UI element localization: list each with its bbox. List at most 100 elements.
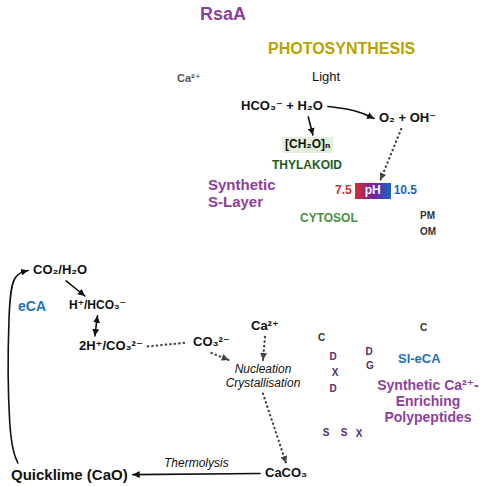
s-layer-tile bbox=[160, 182, 176, 196]
s-layer-tile bbox=[184, 265, 200, 279]
s-layer-tile bbox=[196, 134, 212, 148]
protein-ribbon bbox=[134, 65, 146, 87]
s-layer-tile bbox=[124, 120, 140, 134]
s-layer-tile bbox=[100, 314, 116, 325]
s-layer-tile bbox=[88, 196, 104, 210]
ion-label: Ca²⁺ bbox=[177, 72, 201, 85]
s-layer-tile bbox=[136, 155, 152, 169]
calcium-ion bbox=[65, 86, 70, 91]
s-layer-tile bbox=[124, 189, 140, 203]
protein-ribbon bbox=[101, 110, 126, 131]
quicklime-pile-part bbox=[65, 449, 68, 452]
species-label: CO₂/H₂O bbox=[30, 262, 90, 279]
s-layer-tile bbox=[208, 265, 224, 279]
protein-ribbon bbox=[87, 57, 103, 71]
species-label-text: H⁺/HCO₃⁻ bbox=[69, 299, 126, 313]
s-layer-tile bbox=[88, 127, 104, 141]
product-label-text: Quicklime (CaO) bbox=[11, 466, 128, 483]
ion-label: Ca²⁺ bbox=[248, 318, 282, 335]
mineral-label: CaCO₃ bbox=[262, 465, 310, 482]
calcium-ion bbox=[173, 313, 180, 320]
s-layer-tile bbox=[124, 286, 140, 300]
leader-line bbox=[439, 216, 464, 217]
product-label-text: O₂ + OH⁻ bbox=[379, 111, 436, 126]
s-layer-tile bbox=[196, 272, 212, 286]
s-layer-tile bbox=[88, 224, 104, 238]
region-label: THYLAKOID bbox=[272, 159, 342, 173]
s-layer-tile bbox=[88, 168, 104, 182]
calcium-ion bbox=[146, 129, 153, 136]
protein-ribbon bbox=[93, 40, 143, 78]
membrane-layer bbox=[117, 147, 452, 293]
residue-letter: D bbox=[329, 351, 336, 363]
polypeptide-label: Synthetic Ca²⁺-Enriching Polypeptides bbox=[366, 376, 490, 426]
tether-line-part bbox=[321, 312, 323, 330]
s-layer-tile bbox=[184, 155, 200, 169]
enzyme-icon bbox=[444, 329, 466, 351]
s-layer-tile bbox=[100, 134, 116, 148]
s-layer-tile bbox=[112, 120, 128, 127]
s-layer-tile bbox=[100, 189, 116, 203]
s-layer-tile bbox=[208, 210, 224, 224]
s-layer-tile bbox=[124, 300, 140, 314]
calcium-ion bbox=[166, 76, 174, 84]
calcite-crystal-part bbox=[218, 400, 262, 448]
ion-label: CO₃²⁻ bbox=[190, 334, 233, 351]
s-layer-tile bbox=[172, 286, 188, 300]
reaction-arrow bbox=[133, 473, 260, 474]
s-layer-tile bbox=[124, 217, 140, 231]
s-layer-tile bbox=[124, 231, 140, 245]
tether-line-part bbox=[423, 301, 425, 320]
s-layer-tile bbox=[112, 238, 128, 252]
s-layer-tile bbox=[148, 120, 164, 134]
process-label-text: Nucleation Crystallisation bbox=[223, 363, 303, 391]
hexagon-frame bbox=[14, 12, 162, 140]
s-layer-tile bbox=[100, 217, 116, 231]
membrane-label: OM bbox=[420, 226, 436, 238]
s-layer-tile bbox=[160, 321, 176, 325]
s-layer-tile bbox=[136, 141, 152, 155]
s-layer-tile bbox=[208, 155, 224, 169]
s-layer-tile bbox=[112, 168, 128, 182]
quicklime-pile-part bbox=[40, 401, 162, 460]
calcium-ion bbox=[65, 62, 70, 67]
s-layer-tile bbox=[160, 127, 176, 141]
reaction-arrow bbox=[66, 281, 85, 296]
membrane-label: PM bbox=[420, 210, 435, 222]
s-layer-tile bbox=[148, 162, 164, 176]
s-layer-tile bbox=[148, 148, 164, 162]
light-bolt bbox=[352, 60, 378, 104]
structure-label: Synthetic S-Layer bbox=[208, 176, 288, 211]
calcium-ion bbox=[90, 225, 97, 232]
s-layer-tile bbox=[136, 293, 152, 307]
s-layer-tile bbox=[88, 265, 104, 279]
quicklime-pile-part bbox=[103, 419, 106, 422]
s-layer-tile bbox=[184, 293, 200, 307]
s-layer-tile bbox=[112, 224, 128, 238]
membrane-layer bbox=[113, 143, 456, 297]
enzyme-icon-part bbox=[37, 327, 59, 349]
protein-ribbon bbox=[63, 91, 113, 129]
s-layer-tile bbox=[148, 175, 164, 189]
s-layer-tile bbox=[88, 279, 104, 293]
s-layer-tile bbox=[208, 224, 224, 238]
s-layer-tile bbox=[136, 279, 152, 293]
calcium-ion bbox=[107, 161, 114, 168]
s-layer-tile bbox=[196, 245, 212, 259]
s-layer-tile bbox=[184, 307, 200, 321]
s-layer-tile bbox=[196, 217, 212, 231]
s-layer-tile bbox=[208, 120, 224, 127]
calcite-crystal-part bbox=[256, 396, 300, 446]
leader-line bbox=[439, 232, 468, 233]
enzyme-icon bbox=[37, 327, 59, 349]
protein-ribbon bbox=[109, 69, 125, 117]
s-layer-tile bbox=[136, 265, 152, 279]
s-layer-tile bbox=[112, 321, 128, 325]
membrane-layer bbox=[109, 139, 460, 301]
s-layer-tile bbox=[136, 238, 152, 252]
s-layer-tile bbox=[148, 245, 164, 259]
s-layer-tile bbox=[124, 148, 140, 162]
s-layer-tile bbox=[172, 148, 188, 162]
s-layer-tile bbox=[172, 120, 188, 134]
